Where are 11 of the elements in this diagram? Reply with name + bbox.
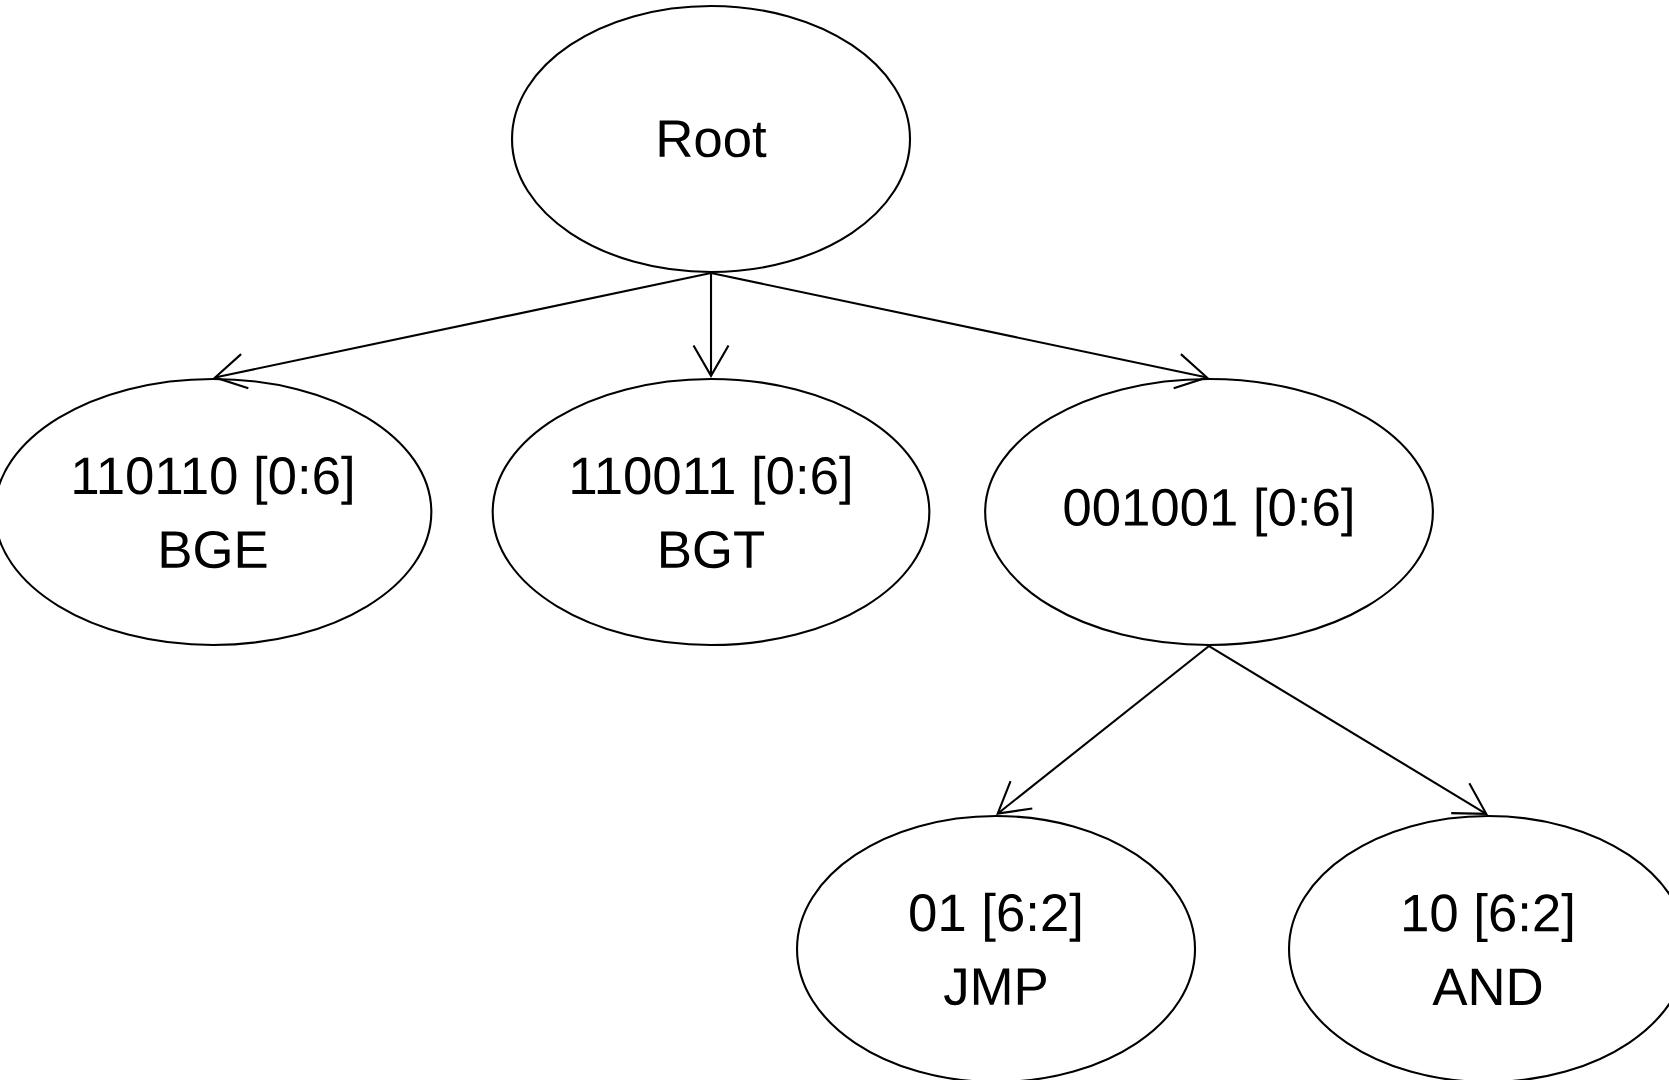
tree-node: 001001 [0:6] [984,377,1434,647]
tree-node: 110110 [0:6] BGE [0,377,433,647]
arrow [996,645,1210,815]
arrow [213,272,712,390]
tree-node: 01 [6:2] JMP [795,814,1197,1080]
arrow [692,273,730,378]
arrow [710,272,1210,390]
tree-node: 10 [6:2] AND [1287,814,1669,1080]
tree-node: Root [510,4,912,274]
arrow [1208,645,1488,815]
tree-node: 110011 [0:6] BGT [491,377,931,647]
